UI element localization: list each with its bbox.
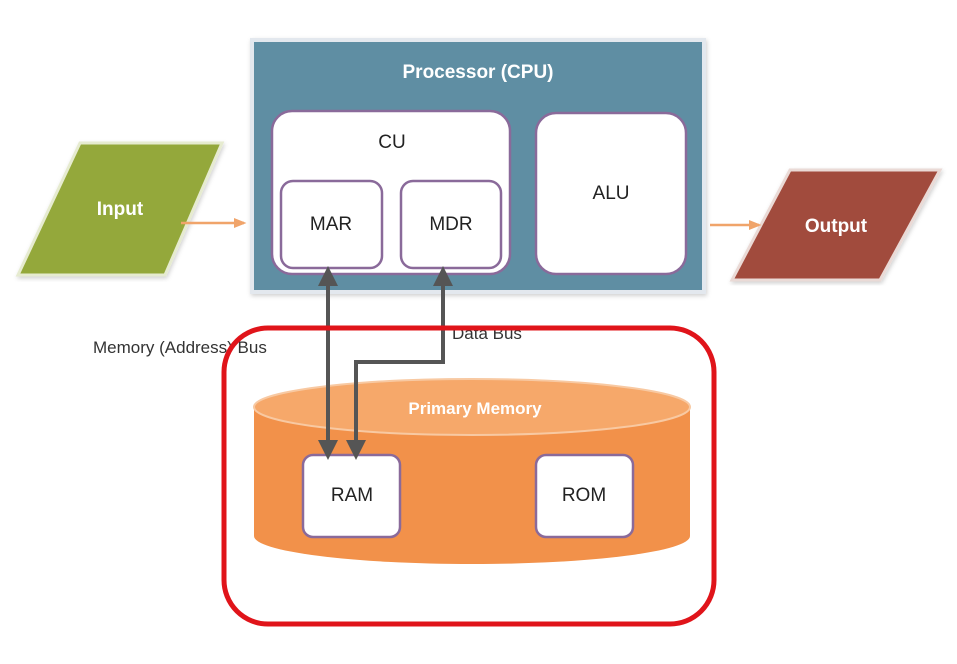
output-block: Output [729,168,943,282]
memory-highlight-frame [221,325,717,627]
cpu-title: Processor (CPU) [403,62,554,83]
primary-memory-cylinder: Primary Memory RAM ROM [253,378,691,564]
data-bus-arrow [346,266,453,460]
mdr-label: MDR [429,214,472,235]
input-label: Input [97,199,144,220]
memory-title: Primary Memory [408,399,542,418]
alu-label: ALU [593,183,630,204]
rom-box [534,453,635,539]
rom-label: ROM [562,485,606,506]
address-bus-label: Memory (Address) Bus [93,338,267,357]
output-label: Output [805,216,868,237]
mar-label: MAR [310,214,352,235]
alu-box [534,111,688,276]
ram-label: RAM [331,485,373,506]
input-block: Input [15,141,225,277]
cu-label: CU [378,132,405,153]
cpu-block: Processor (CPU) CU MAR MDR ALU [250,38,706,294]
